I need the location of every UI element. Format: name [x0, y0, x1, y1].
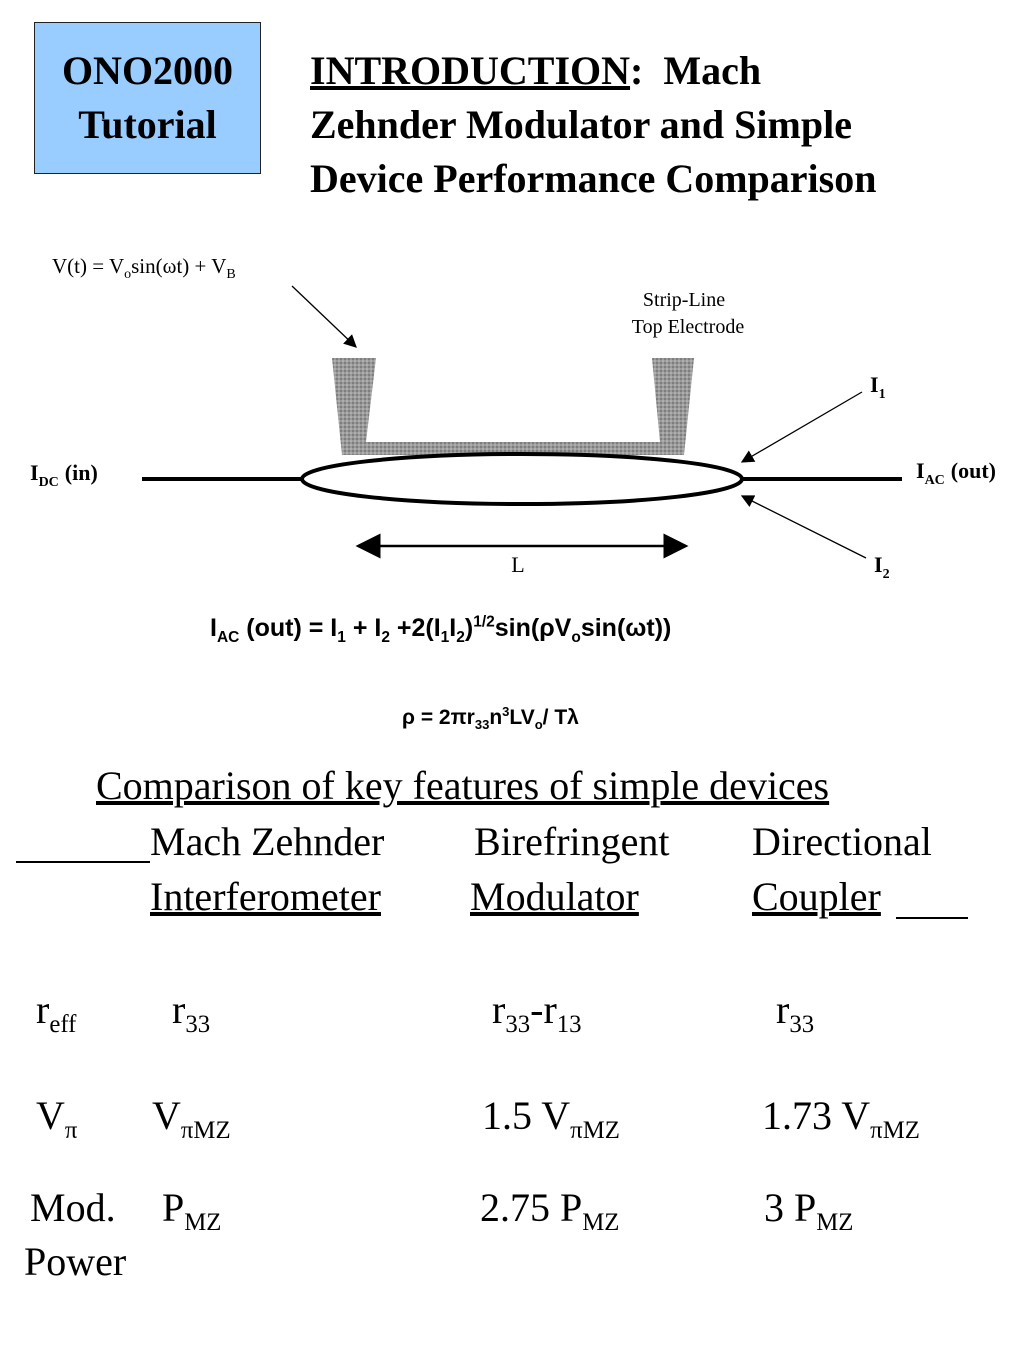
row-reff-coupler: r33: [776, 987, 815, 1038]
title-line3: Device Performance Comparison: [310, 156, 877, 201]
badge-line-2: Tutorial: [78, 102, 217, 147]
i1-label: I1: [870, 372, 886, 402]
row-power-mz: PMZ: [162, 1185, 222, 1236]
row-power-birefringent: 2.75 PMZ: [480, 1185, 620, 1236]
page-title: INTRODUCTION: Mach Zehnder Modulator and…: [310, 44, 1000, 206]
i1-arrow: [740, 391, 863, 463]
voltage-label: V(t) = Vosin(ωt) + VB: [52, 254, 236, 282]
row-power-label-1: Mod.: [30, 1185, 116, 1230]
header-birefringent-1: Birefringent: [474, 819, 670, 864]
header-mach-zehnder-1: Mach Zehnder: [150, 819, 385, 864]
badge-line-1: ONO2000: [61, 48, 234, 93]
strip-line-electrode: [332, 358, 694, 455]
tutorial-badge: ONO2000 Tutorial: [34, 22, 261, 174]
header-mach-zehnder-2: Interferometer: [150, 874, 381, 919]
row-reff-label: reff: [36, 987, 77, 1038]
title-intro: INTRODUCTION: [310, 48, 631, 93]
title-line1-rest: Mach: [663, 48, 762, 93]
row-vpi-birefringent: 1.5 VπMZ: [482, 1093, 620, 1144]
row-reff-mz: r33: [172, 987, 211, 1038]
row-power-coupler: 3 PMZ: [764, 1185, 854, 1236]
header-birefringent-2: Modulator: [470, 874, 639, 919]
comparison-title: Comparison of key features of simple dev…: [96, 763, 830, 808]
row-vpi-coupler: 1.73 VπMZ: [762, 1093, 920, 1144]
mach-zehnder-diagram: V(t) = Vosin(ωt) + VB Strip-Line Top Ele…: [30, 254, 996, 582]
title-colon: :: [630, 48, 644, 93]
header-blank-left: [16, 814, 150, 863]
header-blank-right: [896, 870, 968, 919]
output-label: IAC(out): [916, 458, 996, 488]
output-current-equation: IAC (out) = I1 + I2 +2(I1I2)1/2sin(ρVosi…: [210, 613, 672, 646]
header-directional-1: Directional: [752, 819, 932, 864]
electrode-label-2: Top Electrode: [632, 316, 745, 338]
rho-equation: ρ = 2πr33n3LVo/ Tλ: [402, 704, 579, 733]
voltage-arrow: [291, 285, 357, 348]
interferometer-arms: [300, 452, 744, 506]
header-directional-2: Coupler: [752, 874, 881, 919]
title-line2: Zehnder Modulator and Simple: [310, 102, 852, 147]
input-label: IDC(in): [30, 460, 98, 490]
electrode-label-1: Strip-Line: [643, 289, 725, 311]
length-label: L: [511, 552, 524, 577]
i2-arrow: [740, 495, 867, 559]
row-vpi-mz: VπMZ: [152, 1093, 231, 1144]
row-power-label-2: Power: [24, 1239, 127, 1284]
row-reff-birefringent: r33-r13: [492, 987, 582, 1038]
row-vpi-label: Vπ: [36, 1093, 78, 1144]
i2-label: I2: [874, 552, 890, 582]
